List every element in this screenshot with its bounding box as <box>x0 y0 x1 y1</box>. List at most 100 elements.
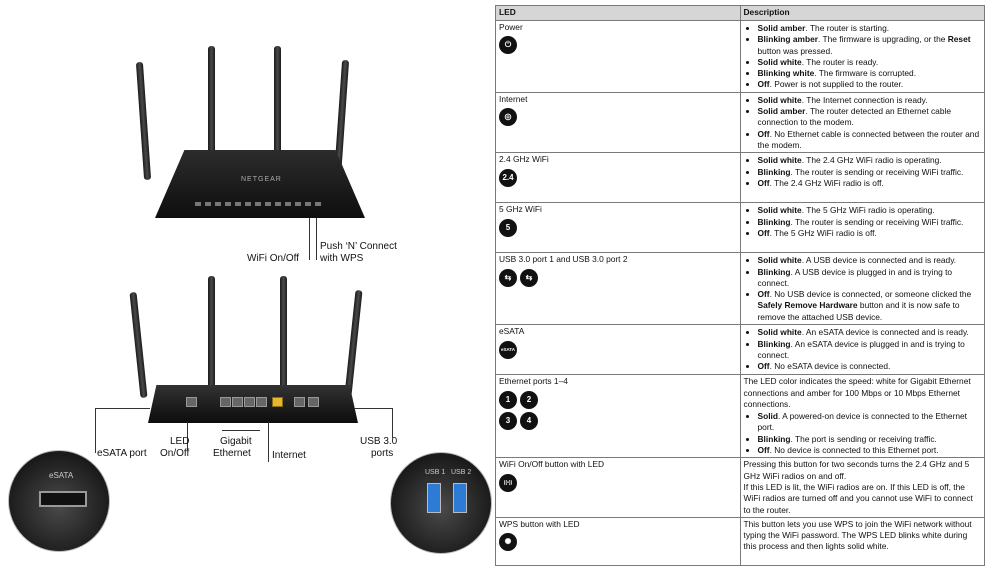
column-header-led: LED <box>495 5 741 21</box>
internet-icon: ◎ <box>499 108 517 127</box>
status-text: . The router is starting. <box>805 23 890 33</box>
led-cell: USB 3.0 port 1 and USB 3.0 port 2⇆⇆ <box>495 252 741 326</box>
status-text: . A powered-on device is connected to th… <box>757 411 968 433</box>
list-item: Off. No eSATA device is connected. <box>758 361 982 372</box>
callout-line <box>268 422 269 462</box>
led-name: WPS button with LED <box>499 518 580 529</box>
status-keyword: Off <box>757 289 770 300</box>
usb-inset-label-2: USB 2 <box>451 469 472 476</box>
usb-port <box>308 397 319 407</box>
status-text: button and it is now safe to remove the … <box>757 300 960 322</box>
status-text: . No USB device is connected, or someone… <box>769 289 972 300</box>
table-row: WiFi On/Off button with LED ((•)) Pressing… <box>495 457 985 518</box>
status-text: . The 2.4 GHz WiFi radio is operating. <box>801 155 942 166</box>
router-front-view: NETGEAR <box>155 150 365 218</box>
status-text: . The 2.4 GHz WiFi radio is off. <box>769 177 884 188</box>
wps-icon: ✺ <box>499 533 517 552</box>
status-text: . The 5 GHz WiFi radio is operating. <box>801 205 935 216</box>
table-row: USB 3.0 port 1 and USB 3.0 port 2⇆⇆ Solid… <box>495 252 985 326</box>
list-item: Blinking. A USB device is plugged in and… <box>758 267 982 290</box>
led-name: Ethernet ports 1–4 <box>499 376 568 387</box>
power-icon: ⏻ <box>499 36 517 55</box>
list-item: Solid amber. The router is starting. <box>758 23 982 34</box>
description-cell: Solid white. The 5 GHz WiFi radio is ope… <box>739 202 985 254</box>
antenna <box>135 61 152 181</box>
status-text: . The firmware is upgrading, or the <box>818 34 948 45</box>
antenna <box>208 46 215 158</box>
status-list: Solid white. The 5 GHz WiFi radio is ope… <box>744 205 982 239</box>
description-cell: Solid white. The Internet connection is … <box>739 91 985 154</box>
list-item: Off. The 2.4 GHz WiFi radio is off. <box>758 178 982 189</box>
router-brand: NETGEAR <box>241 176 282 183</box>
description-intro: The LED color indicates the speed: white… <box>743 376 971 409</box>
description-cell: Solid amber. The router is starting.Blin… <box>739 20 985 93</box>
esata-connector <box>39 491 87 507</box>
ethernet-2-icon: 2 <box>520 390 538 409</box>
antenna <box>129 291 148 399</box>
list-item: Off. Power is not supplied to the router… <box>758 79 982 90</box>
status-list: Solid white. A USB device is connected a… <box>744 255 982 323</box>
status-keyword: Solid amber <box>757 23 806 33</box>
ethernet-port <box>232 397 243 407</box>
status-text: . The router is sending or receiving WiF… <box>790 166 964 177</box>
list-item: Blinking. An eSATA device is plugged in … <box>758 339 982 362</box>
ethernet-port <box>220 397 231 407</box>
status-list: Solid white. The Internet connection is … <box>744 95 982 151</box>
usb-1-icon: ⇆ <box>499 268 517 287</box>
esata-port-callout: eSATA port <box>97 448 147 459</box>
table-row: 5 GHz WiFi5Solid white. The 5 GHz WiFi r… <box>495 202 985 254</box>
status-text: . An eSATA device is plugged in and is t… <box>757 338 965 360</box>
table-body: Power⏻Solid amber. The router is startin… <box>495 20 985 566</box>
wifi-onoff-callout: WiFi On/Off <box>247 253 300 264</box>
status-keyword: Blinking <box>757 216 791 227</box>
esata-inset: eSATA <box>8 450 110 552</box>
list-item: Blinking. The router is sending or recei… <box>758 167 982 178</box>
usb-callout-line2: ports <box>371 448 394 459</box>
wifi-button-icon: ((•)) <box>499 473 517 492</box>
led-description-table: LED Description Power⏻Solid amber. The r… <box>495 5 985 566</box>
list-item: Off. No Ethernet cable is connected betw… <box>758 129 982 152</box>
list-item: Solid white. The Internet connection is … <box>758 95 982 106</box>
description-paragraph: Pressing this button for two seconds tur… <box>743 459 970 481</box>
antenna <box>274 46 281 158</box>
led-name: WiFi On/Off button with LED <box>499 459 605 470</box>
list-item: Solid white. A USB device is connected a… <box>758 255 982 266</box>
led-icons: ⏻ <box>499 33 737 55</box>
description-cell: This button lets you use WPS to join the… <box>739 516 985 566</box>
list-item: Blinking white. The firmware is corrupte… <box>758 68 982 79</box>
status-text: . A USB device is plugged in and is tryi… <box>757 266 953 288</box>
table-header-row: LED Description <box>495 5 985 21</box>
led-name: eSATA <box>499 326 525 337</box>
esata-port <box>186 397 197 407</box>
status-keyword: Off <box>757 445 770 456</box>
led-icons: ✺ <box>499 530 737 552</box>
led-cell: WiFi On/Off button with LED ((•)) <box>495 457 741 518</box>
ethernet-port <box>244 397 255 407</box>
led-name: Internet <box>499 93 528 104</box>
status-keyword: Safely Remove Hardware <box>757 300 858 311</box>
status-keyword: Off <box>757 177 770 188</box>
list-item: Off. The 5 GHz WiFi radio is off. <box>758 228 982 239</box>
ethernet-1-icon: 1 <box>499 390 517 409</box>
usb-2-icon: ⇆ <box>520 268 538 287</box>
gigabit-callout-line2: Ethernet <box>213 448 251 459</box>
status-text: . The firmware is corrupted. <box>814 68 917 79</box>
wifi-24-icon: 2.4 <box>499 168 517 187</box>
usb-callout-line1: USB 3.0 <box>360 436 398 447</box>
led-strip <box>195 202 325 206</box>
list-item: Blinking amber. The firmware is upgradin… <box>758 34 982 57</box>
wps-callout-line1: Push ‘N’ Connect <box>320 241 397 252</box>
callout-line <box>187 422 188 450</box>
antenna <box>280 276 287 388</box>
description-paragraph: If this LED is lit, the WiFi radios are … <box>743 481 973 515</box>
status-text: . The 5 GHz WiFi radio is off. <box>769 227 877 238</box>
description-cell: Solid white. A USB device is connected a… <box>739 252 985 326</box>
status-keyword: Solid <box>757 411 778 422</box>
led-cell: Internet ◎ <box>495 91 741 154</box>
status-keyword: Off <box>757 361 770 372</box>
led-icons: eSATA <box>499 338 737 359</box>
status-list: Solid amber. The router is starting.Blin… <box>744 23 982 91</box>
list-item: Blinking. The router is sending or recei… <box>758 217 982 228</box>
